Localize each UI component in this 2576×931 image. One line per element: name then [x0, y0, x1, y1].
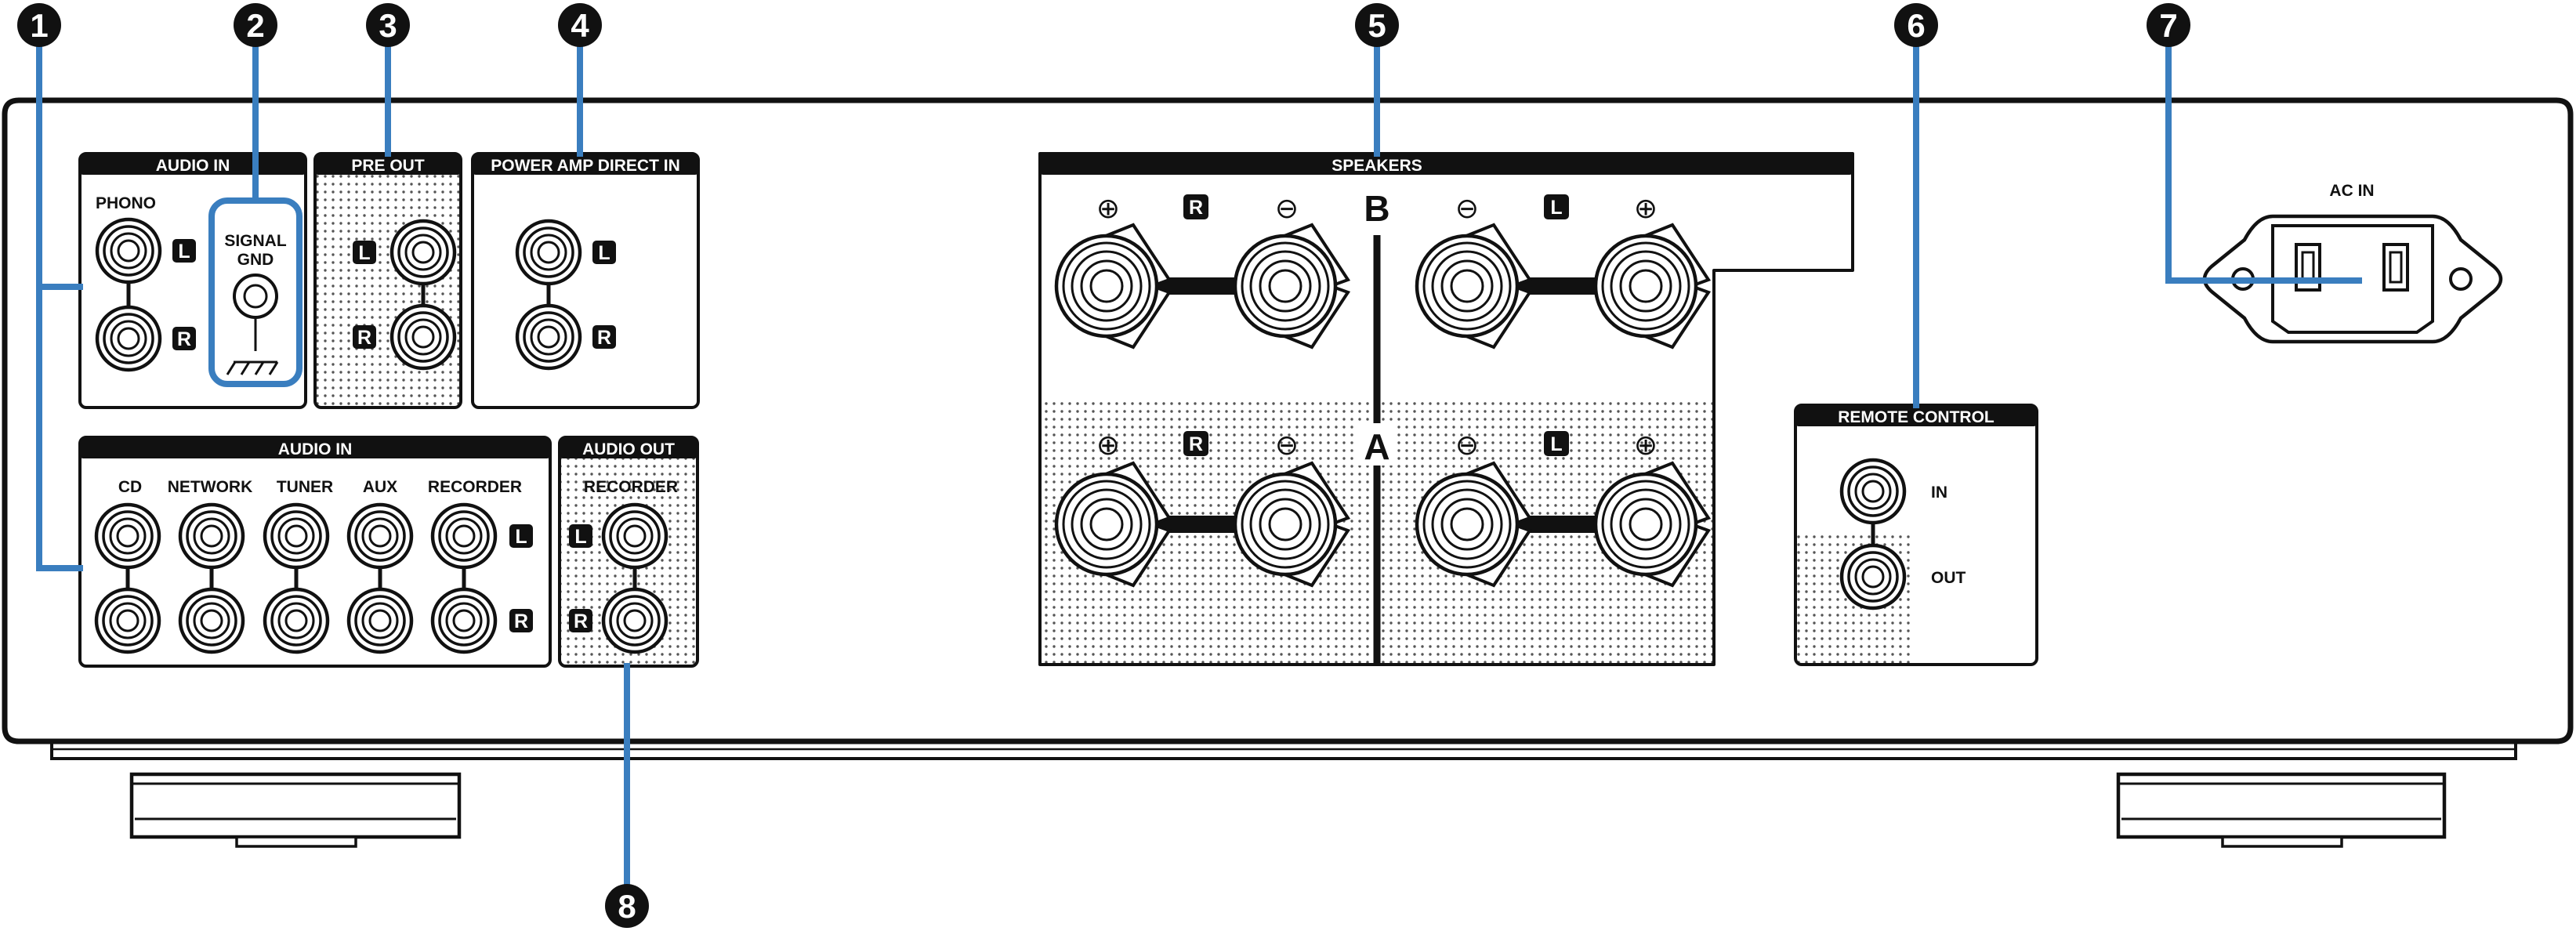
phono-r-badge: R	[177, 328, 191, 350]
a-right-badge: R	[1189, 433, 1203, 455]
a-right-plus-icon: ⊕	[1096, 429, 1120, 461]
phono-label: PHONO	[96, 194, 156, 212]
pre-out-jack-l[interactable]	[392, 221, 455, 284]
callout-badge-7: 7	[2147, 3, 2190, 47]
foot-left	[129, 772, 462, 848]
a-left-plus-icon: ⊕	[1634, 429, 1658, 461]
callout-lines	[36, 40, 2362, 893]
speakers-panel: SPEAKERS B A ⊕ R ⊖ ⊖ L ⊕ ⊕ R ⊖ ⊖ L ⊕	[1038, 152, 1854, 666]
svg-text:6: 6	[1907, 7, 1925, 44]
audio-in-main-header: AUDIO IN	[278, 440, 353, 458]
pre-out-header: PRE OUT	[351, 157, 425, 175]
callout-badge-3: 3	[366, 3, 410, 47]
b-left-minus-icon: ⊖	[1455, 192, 1479, 224]
audio-out-header: AUDIO OUT	[582, 440, 675, 458]
callout-badge-5: 5	[1355, 3, 1399, 47]
input-label-recorder: RECORDER	[428, 478, 522, 496]
input-label-cd: CD	[118, 478, 142, 496]
remote-control-panel: REMOTE CONTROL IN OUT	[1794, 404, 2038, 666]
foot-right	[2116, 772, 2447, 848]
svg-text:GND: GND	[237, 251, 274, 269]
audio-out-r-badge: R	[574, 610, 588, 632]
power-amp-direct-in-panel: POWER AMP DIRECT IN L R	[471, 152, 700, 409]
a-left-minus-icon: ⊖	[1455, 429, 1479, 461]
recorder-out-jack-r[interactable]	[603, 589, 666, 652]
svg-text:3: 3	[379, 7, 397, 44]
remote-out-label: OUT	[1931, 569, 1966, 587]
svg-text:2: 2	[246, 7, 264, 44]
audio-out-l-badge: L	[574, 526, 586, 548]
audio-in-phono-header: AUDIO IN	[156, 157, 230, 175]
pre-out-l-badge: L	[358, 242, 370, 264]
input-label-network: NETWORK	[168, 478, 253, 496]
callout-badge-6: 6	[1894, 3, 1938, 47]
ac-in-label: AC IN	[2329, 182, 2374, 200]
b-right-badge: R	[1189, 197, 1203, 219]
tuner-jack-l[interactable]	[265, 505, 328, 567]
power-amp-direct-in-header: POWER AMP DIRECT IN	[491, 157, 680, 175]
speaker-set-b-label: B	[1364, 188, 1389, 229]
b-left-plus-icon: ⊕	[1634, 192, 1658, 224]
audio-in-r-badge: R	[514, 610, 528, 632]
power-amp-in-jack-l[interactable]	[517, 221, 580, 284]
b-right-plus-icon: ⊕	[1096, 192, 1120, 224]
speaker-set-a-label: A	[1364, 426, 1389, 467]
signal-gnd-screw[interactable]	[233, 274, 278, 319]
remote-out-jack[interactable]	[1842, 545, 1904, 608]
callout-badge-8: 8	[605, 884, 649, 928]
recorder-in-jack-l[interactable]	[433, 505, 495, 567]
phono-l-badge: L	[178, 241, 190, 263]
recorder-out-jack-l[interactable]	[603, 505, 666, 567]
callout-badge-1: 1	[17, 3, 61, 47]
remote-in-label: IN	[1931, 484, 1947, 502]
audio-out-panel: AUDIO OUT RECORDER L R	[558, 436, 699, 668]
network-jack-r[interactable]	[180, 589, 243, 652]
audio-in-l-badge: L	[515, 526, 527, 548]
recorder-in-jack-r[interactable]	[433, 589, 495, 652]
callout-badge-2: 2	[234, 3, 277, 47]
callout-badge-4: 4	[558, 3, 602, 47]
input-label-tuner: TUNER	[277, 478, 333, 496]
power-amp-l-badge: L	[598, 242, 610, 264]
pre-out-panel: PRE OUT L R	[313, 152, 462, 409]
phono-jack-l[interactable]	[97, 219, 160, 282]
power-amp-r-badge: R	[597, 327, 611, 349]
audio-out-recorder-label: RECORDER	[584, 478, 678, 496]
speakers-header: SPEAKERS	[1331, 157, 1422, 175]
svg-text:8: 8	[618, 888, 636, 925]
pre-out-r-badge: R	[357, 327, 371, 349]
svg-text:4: 4	[571, 7, 589, 44]
svg-text:SIGNAL: SIGNAL	[224, 232, 287, 250]
aux-jack-r[interactable]	[349, 589, 411, 652]
aux-jack-l[interactable]	[349, 505, 411, 567]
phono-jack-r[interactable]	[97, 307, 160, 370]
audio-in-main-panel: AUDIO IN CD NETWORK TUNER AUX RECORDER L…	[78, 436, 552, 668]
cd-jack-l[interactable]	[96, 505, 159, 567]
a-right-minus-icon: ⊖	[1275, 429, 1299, 461]
network-jack-l[interactable]	[180, 505, 243, 567]
b-left-badge: L	[1550, 197, 1562, 219]
a-left-badge: L	[1550, 433, 1562, 455]
remote-in-jack[interactable]	[1842, 460, 1904, 523]
audio-in-phono-panel: AUDIO IN PHONO L R	[78, 152, 307, 409]
remote-control-header: REMOTE CONTROL	[1838, 408, 1994, 426]
ground-icon	[226, 317, 279, 375]
power-amp-in-jack-r[interactable]	[517, 306, 580, 368]
tuner-jack-r[interactable]	[265, 589, 328, 652]
svg-text:7: 7	[2159, 7, 2177, 44]
b-right-minus-icon: ⊖	[1275, 192, 1299, 224]
input-label-aux: AUX	[363, 478, 397, 496]
svg-text:5: 5	[1368, 7, 1386, 44]
pre-out-jack-r[interactable]	[392, 306, 455, 368]
svg-text:1: 1	[30, 7, 48, 44]
cd-jack-r[interactable]	[96, 589, 159, 652]
